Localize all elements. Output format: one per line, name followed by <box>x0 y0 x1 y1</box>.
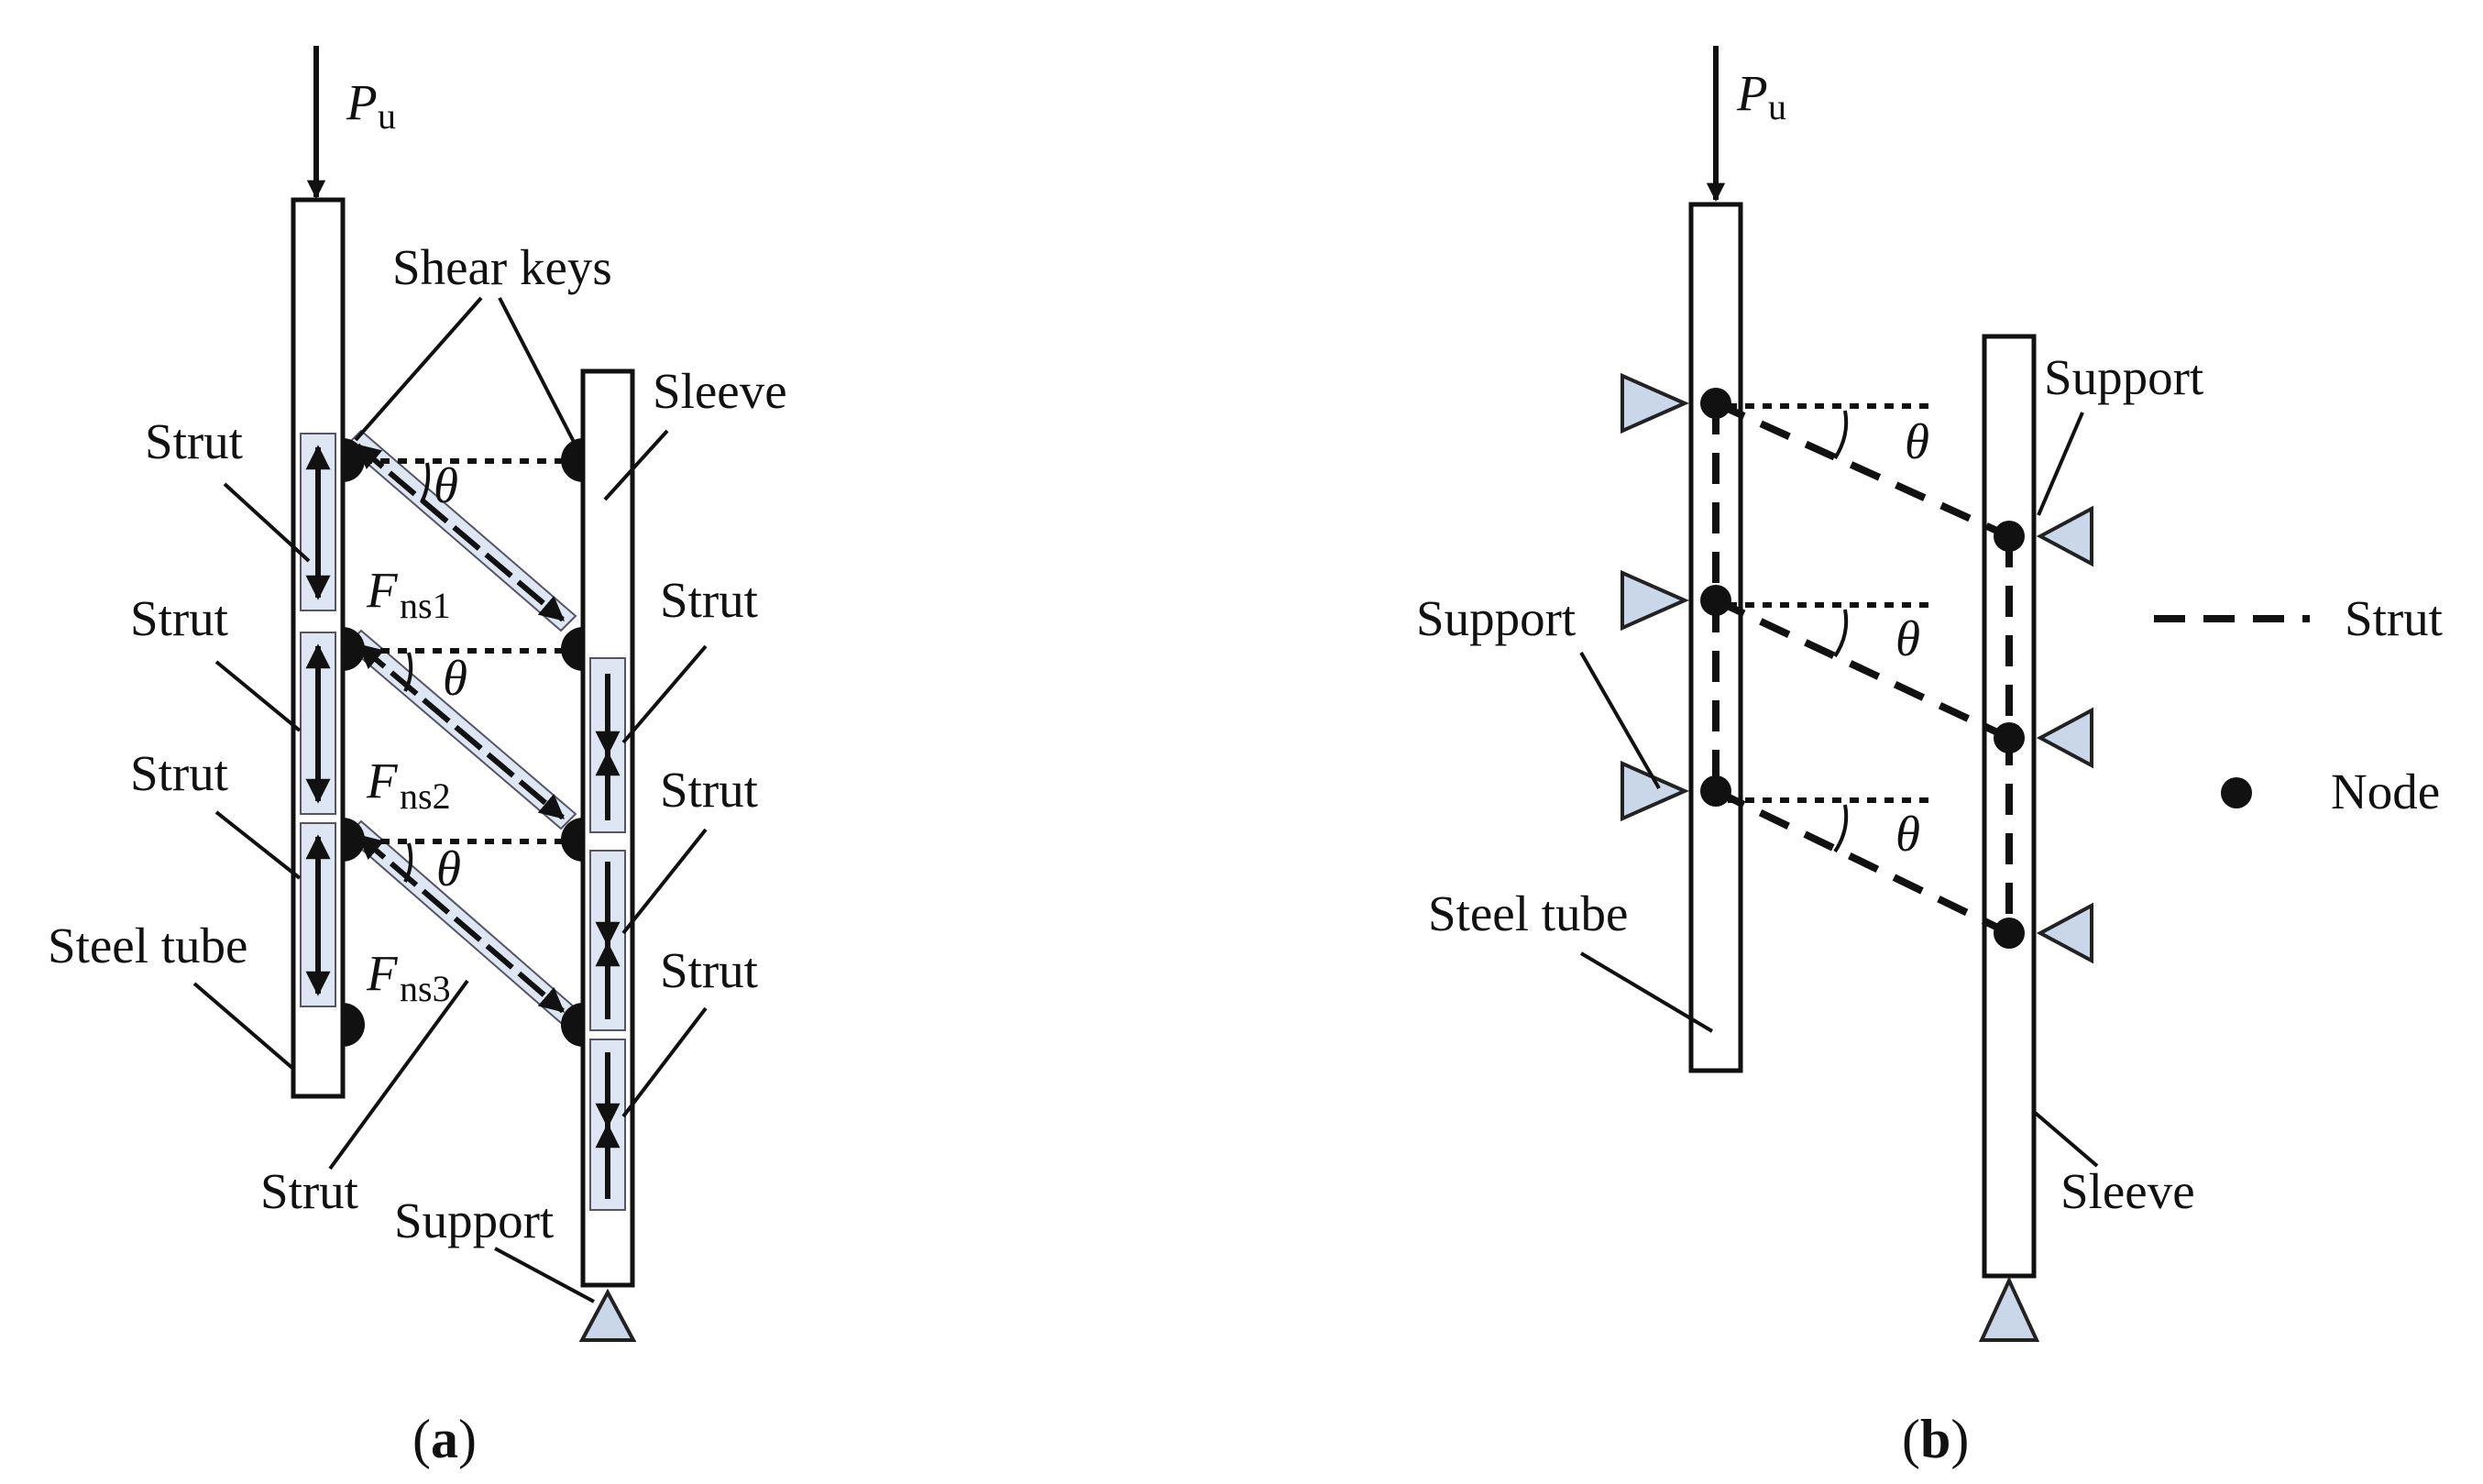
load-symbol-a: P <box>346 74 378 130</box>
force-label-2: F <box>366 753 399 808</box>
diagonal-strut-b2 <box>1714 597 2011 742</box>
theta-1: θ <box>434 457 458 513</box>
angle-arc-b2 <box>1833 609 1849 658</box>
shear-keys-label: Shear keys <box>392 239 612 295</box>
tube-struts-a <box>300 433 336 1007</box>
force-sub-2: ns2 <box>400 775 451 817</box>
load-subscript-b: u <box>1768 86 1786 127</box>
steel-tube-label-b: Steel tube <box>1428 885 1628 941</box>
force-sub-1: ns1 <box>400 585 451 626</box>
support-leader-b-right <box>2037 412 2084 516</box>
angle-arc-3 <box>403 842 413 883</box>
support-a <box>578 1288 637 1342</box>
sleeve-leader-b <box>2031 1109 2099 1168</box>
support-sleeve-1 <box>2036 505 2093 567</box>
node-sleeve-2 <box>1994 722 2025 753</box>
sleeve-struts-a <box>589 657 626 1211</box>
support-label-b-left: Support <box>1416 590 1576 646</box>
angle-arc-2 <box>403 652 413 692</box>
angle-arc-1 <box>420 462 431 503</box>
force-label-3: F <box>366 945 399 1001</box>
theta-2: θ <box>443 650 467 706</box>
strut-label-bottom: Strut <box>260 1163 358 1219</box>
legend-strut-label: Strut <box>2345 590 2443 646</box>
steel-tube-leader-a <box>192 982 295 1071</box>
load-symbol-b: P <box>1736 65 1768 121</box>
support-bottom-b <box>1978 1276 2040 1342</box>
shear-key-tube-1 <box>343 438 365 482</box>
shear-keys-leader-2 <box>498 297 576 443</box>
sleeve-label-a: Sleeve <box>653 363 787 419</box>
node-tube-2 <box>1700 585 1731 616</box>
steel-tube-label-a: Steel tube <box>48 918 247 973</box>
force-sub-3: ns3 <box>400 968 451 1009</box>
sleeve-label-b: Sleeve <box>2060 1163 2195 1219</box>
theta-b1: θ <box>1905 413 1929 469</box>
support-leader-b-left <box>1579 652 1661 789</box>
shear-keys-leader-1 <box>354 296 483 442</box>
diagonal-strut-b1 <box>1714 400 2011 540</box>
sleeve-b <box>1982 334 2037 1279</box>
legend-b: Strut Node <box>2154 590 2443 819</box>
panel-a: P u <box>48 46 787 1469</box>
steel-tube-b <box>1688 202 1743 1073</box>
legend-node-swatch <box>2221 777 2252 808</box>
node-sleeve-1 <box>1994 521 2025 552</box>
angle-arc-b3 <box>1833 804 1849 853</box>
strut-label-right-2: Strut <box>660 762 758 818</box>
support-leader-a <box>494 1247 595 1303</box>
shear-key-sleeve-4 <box>561 1003 583 1047</box>
diagonal-struts-a <box>345 429 577 1025</box>
theta-b3: θ <box>1895 806 1920 862</box>
diagonal-strut-b3 <box>1714 787 2011 937</box>
angle-arc-b1 <box>1833 410 1849 460</box>
shear-key-sleeve-2 <box>561 627 583 671</box>
caption-a: (a) <box>412 1409 477 1469</box>
shear-key-tube-2 <box>343 627 365 671</box>
shear-keys-a <box>343 438 583 1047</box>
support-tube-2 <box>1621 569 1689 632</box>
shear-key-tube-3 <box>343 818 365 862</box>
node-tube-1 <box>1700 388 1731 419</box>
force-label-1: F <box>366 562 399 618</box>
sleeve-leader-a <box>603 429 669 501</box>
steel-tube-leader-b <box>1579 951 1714 1033</box>
shear-key-sleeve-3 <box>561 818 583 862</box>
node-tube-3 <box>1700 775 1731 807</box>
support-label-b-right: Support <box>2044 349 2203 405</box>
legend-node-label: Node <box>2331 764 2440 819</box>
load-subscript-a: u <box>378 95 396 137</box>
support-sleeve-2 <box>2036 707 2093 769</box>
strut-label-right-1: Strut <box>660 572 758 628</box>
support-tube-1 <box>1621 372 1689 434</box>
caption-b: (b) <box>1902 1409 1969 1469</box>
support-tube-3 <box>1621 760 1689 822</box>
strut-label-left-3: Strut <box>130 745 228 801</box>
support-label-a: Support <box>394 1193 554 1248</box>
theta-3: θ <box>436 841 461 896</box>
shear-key-sleeve-1 <box>561 438 583 482</box>
panel-b: P u θ θ θ <box>1416 46 2443 1469</box>
strut-label-left-2: Strut <box>130 590 228 646</box>
node-sleeve-3 <box>1994 918 2025 949</box>
strut-label-left-1: Strut <box>145 413 243 469</box>
strut-label-right-3: Strut <box>660 942 758 998</box>
theta-b2: θ <box>1895 610 1920 666</box>
support-sleeve-3 <box>2036 902 2093 964</box>
shear-key-tube-4 <box>343 1003 365 1047</box>
